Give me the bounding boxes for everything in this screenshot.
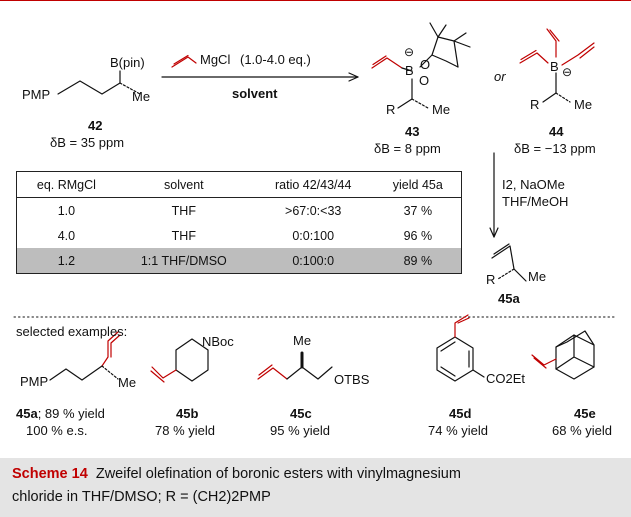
label-me: Me <box>132 89 151 104</box>
example-45d-yield: 74 % yield <box>428 423 488 438</box>
label-bpin: B(pin) <box>110 55 145 70</box>
table-cell: THF <box>171 203 196 218</box>
example-45a-result: 45a; 89 % yield <box>16 406 105 421</box>
example-45d-structure <box>436 314 485 382</box>
compound-number-45e: 45e <box>574 406 596 421</box>
label-44-r: R <box>530 97 540 112</box>
examples-title: selected examples: <box>16 324 128 339</box>
table-cell: 1.2 <box>16 248 116 274</box>
reaction-condition: solvent <box>232 86 278 101</box>
reagent-formula: MgCl <box>200 52 231 67</box>
conditions-table: eq. RMgCl solvent ratio 42/43/44 yield 4… <box>16 171 462 274</box>
table-header: eq. RMgCl <box>36 177 96 192</box>
table-header: ratio 42/43/44 <box>274 177 352 192</box>
compound-number-45a: 45a <box>498 291 520 306</box>
table-cell: 89 % <box>374 248 462 274</box>
step2-solvent: THF/MeOH <box>502 194 569 209</box>
table-row: 1.0 THF >67:0:<33 37 % <box>17 198 462 224</box>
table-cell: >67:0:<33 <box>285 203 342 218</box>
step2-reagents: I2, NaOMe <box>502 177 565 192</box>
example-45c-yield: 95 % yield <box>270 423 330 438</box>
compound-43-structure <box>371 22 471 109</box>
table-cell: 0:100:0 <box>251 248 375 274</box>
table-cell: 37 % <box>403 203 433 218</box>
label-44-boron: B <box>550 59 559 74</box>
label-43-r: R <box>386 102 396 117</box>
label-45a-me: Me <box>528 269 547 284</box>
compound-number-43: 43 <box>405 124 420 139</box>
scheme-drawing <box>13 22 618 383</box>
compound-number-45c: 45c <box>290 406 312 421</box>
label-43-oxygen-1: O <box>420 57 431 72</box>
scheme-figure: B(pin) PMP Me 42 δB = 35 ppm MgCl (1.0-4… <box>0 0 631 438</box>
or-text: or <box>494 69 506 84</box>
label-44-charge: ⊖ <box>562 65 573 79</box>
nmr-shift-44: δB = −13 ppm <box>514 141 596 156</box>
table-cell: 1.0 <box>57 203 76 218</box>
example-45b-nboc: NBoc <box>202 334 234 349</box>
reagent-amount: (1.0-4.0 eq.) <box>240 52 311 67</box>
reaction-arrow-2 <box>489 152 499 238</box>
compound-number-45b: 45b <box>176 406 199 421</box>
example-45b-yield: 78 % yield <box>155 423 215 438</box>
caption-label: Scheme 14 <box>12 466 88 482</box>
table-cell: 1:1 THF/DMSO <box>115 248 252 274</box>
example-45d-ester: CO2Et <box>486 371 526 386</box>
nmr-shift-43: δB = 8 ppm <box>374 141 441 156</box>
example-45c-otbs: OTBS <box>334 372 370 387</box>
label-43-boron: B <box>405 63 414 78</box>
table-row: 4.0 THF 0:0:100 96 % <box>17 223 462 248</box>
table-row-highlighted: 1.2 1:1 THF/DMSO 0:100:0 89 % <box>16 248 462 274</box>
compound-number-42: 42 <box>88 118 103 133</box>
compound-45a-structure <box>491 243 527 282</box>
example-45b-structure <box>150 338 209 383</box>
table-cell: 96 % <box>403 228 433 243</box>
reaction-arrow-1 <box>161 54 359 82</box>
table-cell: 0:0:100 <box>292 228 335 243</box>
table-header: yield 45a <box>392 177 443 192</box>
compound-number-45d: 45d <box>449 406 472 421</box>
nmr-shift-42: δB = 35 ppm <box>50 135 125 150</box>
example-45a-pmp: PMP <box>20 374 49 389</box>
example-45a-me: Me <box>118 375 137 390</box>
table-header: solvent <box>164 177 204 192</box>
label-43-oxygen-2: O <box>419 73 430 88</box>
table-cell: 4.0 <box>57 228 76 243</box>
compound-number-44: 44 <box>549 124 564 139</box>
caption-line-2: chloride in THF/DMSO; R = (CH2)2PMP <box>12 489 271 505</box>
table-cell: THF <box>171 228 196 243</box>
label-43-me: Me <box>432 102 451 117</box>
example-45e-yield: 68 % yield <box>552 423 612 438</box>
example-45a-es: 100 % e.s. <box>26 423 88 438</box>
example-45c-me: Me <box>293 333 312 348</box>
label-44-me: Me <box>574 97 593 112</box>
table-header-row: eq. RMgCl solvent ratio 42/43/44 yield 4… <box>16 172 462 198</box>
label-45a-r: R <box>486 272 496 287</box>
scheme-caption: Scheme 14 Zweifel olefination of boronic… <box>0 458 631 517</box>
example-45a-structure <box>49 331 121 381</box>
compound-42-structure <box>57 70 141 95</box>
label-pmp: PMP <box>22 87 51 102</box>
compound-44-structure <box>519 28 595 103</box>
label-43-charge: ⊖ <box>404 45 415 59</box>
example-45c-structure <box>257 351 333 380</box>
example-45e-structure <box>531 330 595 380</box>
caption-line-1: Scheme 14 Zweifel olefination of boronic… <box>12 466 461 482</box>
